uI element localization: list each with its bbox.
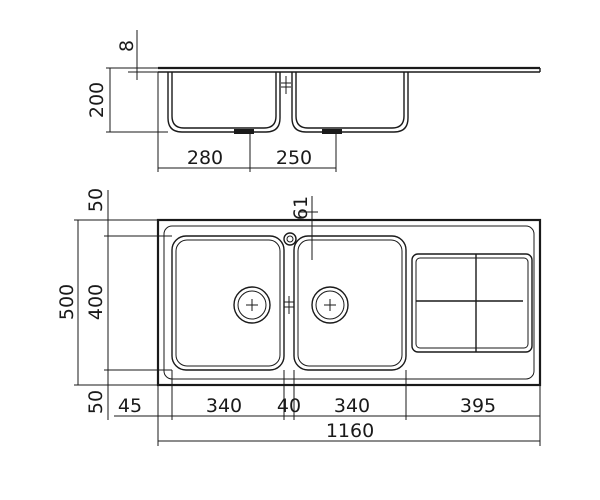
dim-left-margin-label: 45 bbox=[118, 395, 142, 417]
dim-bottom-horizontals: 45 340 40 340 395 1160 bbox=[114, 370, 541, 446]
side-left-bowl bbox=[167, 72, 281, 133]
dim-top-margin-label: 50 bbox=[85, 188, 107, 212]
dim-overall-depth-label: 500 bbox=[56, 284, 78, 320]
side-left-drain bbox=[234, 129, 254, 134]
dim-right-bowl-label: 340 bbox=[334, 395, 370, 417]
side-right-drain bbox=[322, 129, 342, 134]
left-drain-plug bbox=[233, 286, 271, 324]
sink-inner-rim bbox=[163, 225, 535, 380]
tap-hole bbox=[283, 232, 297, 246]
dim-side-widths: 280 250 bbox=[157, 72, 337, 172]
side-view: 8 200 280 250 bbox=[86, 30, 541, 172]
sink-outline bbox=[156, 218, 542, 387]
side-overflow-symbol bbox=[281, 76, 291, 94]
side-right-bowl bbox=[291, 72, 409, 133]
overflow-symbol bbox=[284, 296, 294, 314]
dim-left-bowl-width-label: 280 bbox=[187, 147, 223, 169]
right-bowl bbox=[293, 235, 407, 371]
left-bowl bbox=[171, 235, 285, 371]
dim-bowl-depth-label: 200 bbox=[86, 82, 108, 118]
dim-right-bowl-width-label: 250 bbox=[276, 147, 312, 169]
dim-bottom-margin-label: 50 bbox=[85, 390, 107, 414]
dim-bowl-gap-label: 40 bbox=[277, 395, 301, 417]
dim-tap-hole-offset: 61 bbox=[290, 196, 318, 260]
dim-top-thickness-label: 8 bbox=[116, 40, 138, 52]
drainer bbox=[411, 253, 533, 353]
dim-top-thickness: 8 bbox=[116, 30, 158, 80]
top-view: 61 50 500 400 50 45 340 40 bbox=[56, 188, 542, 446]
right-drain-plug bbox=[311, 286, 349, 324]
dim-tap-hole-offset-label: 61 bbox=[290, 196, 312, 220]
dim-drainer-label: 395 bbox=[460, 395, 496, 417]
dim-left-verticals: 50 500 400 50 bbox=[56, 188, 172, 420]
dim-bowl-depth: 200 bbox=[86, 67, 168, 133]
dim-left-bowl-label: 340 bbox=[206, 395, 242, 417]
dim-bowl-length-label: 400 bbox=[85, 284, 107, 320]
dim-overall-width-label: 1160 bbox=[326, 420, 374, 442]
side-countertop bbox=[158, 66, 541, 73]
